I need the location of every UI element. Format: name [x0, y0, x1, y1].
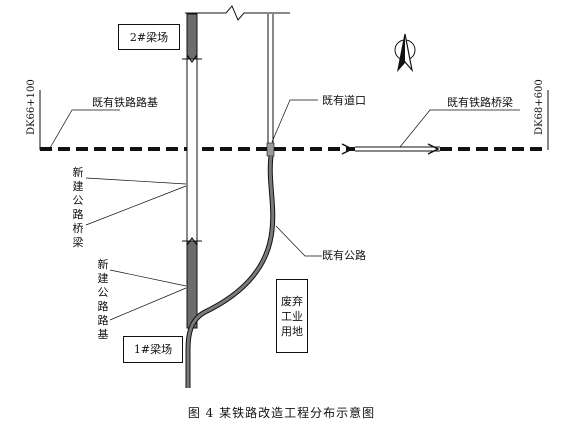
abandoned-land-box: 废弃工业用地 — [276, 279, 308, 353]
new-road-subgrade-label: 新建公路路基 — [97, 258, 109, 341]
leader-new-bridge-2 — [85, 185, 187, 226]
figure-caption: 图 4 某铁路改造工程分布示意图 — [187, 406, 376, 420]
leader-rail-bridge — [399, 109, 520, 148]
leader-new-bridge-1 — [85, 177, 187, 185]
top-break-line — [185, 5, 290, 21]
abutment-arrow-bottom — [186, 236, 198, 246]
yard-2-label: 2#梁场 — [129, 30, 169, 44]
existing-road-curve-fill — [186, 155, 275, 388]
crossing-marker — [266, 142, 275, 157]
new-road-subgrade-bottom — [186, 240, 198, 329]
new-road-subgrade-top — [186, 13, 198, 60]
yard-1-label: 1#梁场 — [133, 343, 173, 356]
abutment-arrow-top — [186, 54, 198, 64]
bridge-arrow-left — [341, 143, 354, 155]
north-arrow-icon — [394, 33, 416, 73]
chainage-left-label: DK66+100 — [26, 79, 37, 135]
existing-rail-bridge-label: 既有铁路桥梁 — [447, 96, 513, 109]
new-road-bridge — [186, 58, 198, 242]
bridge-arrow-right — [427, 143, 440, 155]
yard-1-box: 1#梁场 — [123, 336, 183, 363]
existing-road-curve — [185, 155, 276, 388]
leader-rail-subgrade — [49, 109, 120, 149]
existing-road-label: 既有公路 — [322, 249, 366, 262]
abandoned-land-label: 废弃工业用地 — [281, 294, 303, 338]
yard-2-box: 2#梁场 — [118, 24, 180, 50]
existing-crossing-label: 既有道口 — [322, 94, 366, 107]
leader-new-subgrade-1 — [109, 269, 187, 287]
leader-new-subgrade-2 — [109, 287, 187, 321]
new-road-bridge-label: 新建公路桥梁 — [72, 166, 84, 249]
leader-crossing — [271, 99, 318, 143]
chainage-right-label: DK68+600 — [534, 79, 545, 135]
existing-rail-subgrade-label: 既有铁路路基 — [92, 96, 158, 109]
leader-existing-road — [275, 225, 322, 257]
